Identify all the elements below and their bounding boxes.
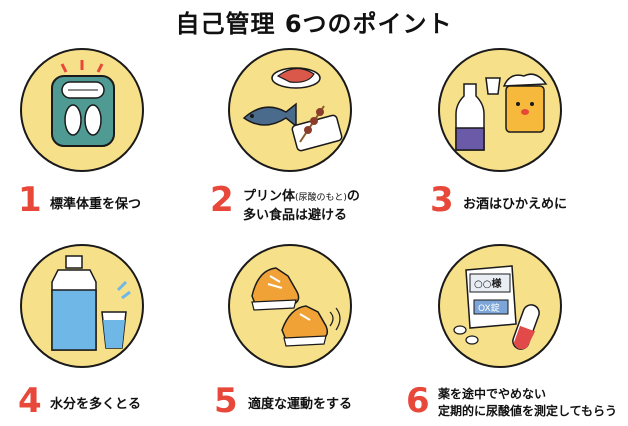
point-text-2-tail: の [346, 189, 360, 204]
circle-medicine: ○○様 OX錠 [438, 244, 562, 368]
alcohol-icon [455, 73, 548, 151]
point-number-1: 1 [18, 180, 42, 220]
point-number-4: 4 [18, 381, 42, 421]
food-icon [242, 67, 343, 152]
circle-shoes [228, 244, 352, 368]
point-text-6: 薬を途中でやめない 定期的に尿酸値を測定してもらう [438, 386, 617, 420]
point-text-2-line2: 多い食品は避ける [243, 208, 348, 223]
page-title: 自己管理 6つのポイント [175, 10, 453, 38]
point-text-6-line1: 薬を途中でやめない [438, 387, 547, 401]
water-icon [51, 255, 131, 351]
point-number-6: 6 [406, 381, 430, 421]
medicine-box-label: ○○様 [474, 277, 502, 290]
medicine-paper-label: OX錠 [478, 302, 500, 314]
circle-alcohol [438, 48, 562, 172]
circle-food [228, 48, 352, 172]
point-text-3: お酒はひかえめに [463, 197, 568, 212]
point-number-2: 2 [210, 180, 234, 220]
point-text-5: 適度な運動をする [248, 397, 353, 412]
point-text-2: プリン体(尿酸のもと)の 多い食品は避ける [243, 188, 360, 225]
scale-icon [51, 60, 115, 147]
point-text-2-note: (尿酸のもと) [295, 193, 347, 203]
point-text-2-main: プリン体 [243, 189, 296, 204]
point-text-4: 水分を多くとる [50, 397, 142, 412]
point-text-1: 標準体重を保つ [50, 197, 142, 212]
point-number-3: 3 [430, 180, 454, 220]
circle-water [20, 244, 144, 368]
medicine-icon: ○○様 OX錠 [453, 265, 540, 350]
shoes-icon [251, 267, 341, 347]
circle-scale [20, 48, 144, 172]
point-number-5: 5 [214, 381, 238, 421]
point-text-6-line2: 定期的に尿酸値を測定してもらう [438, 404, 618, 418]
